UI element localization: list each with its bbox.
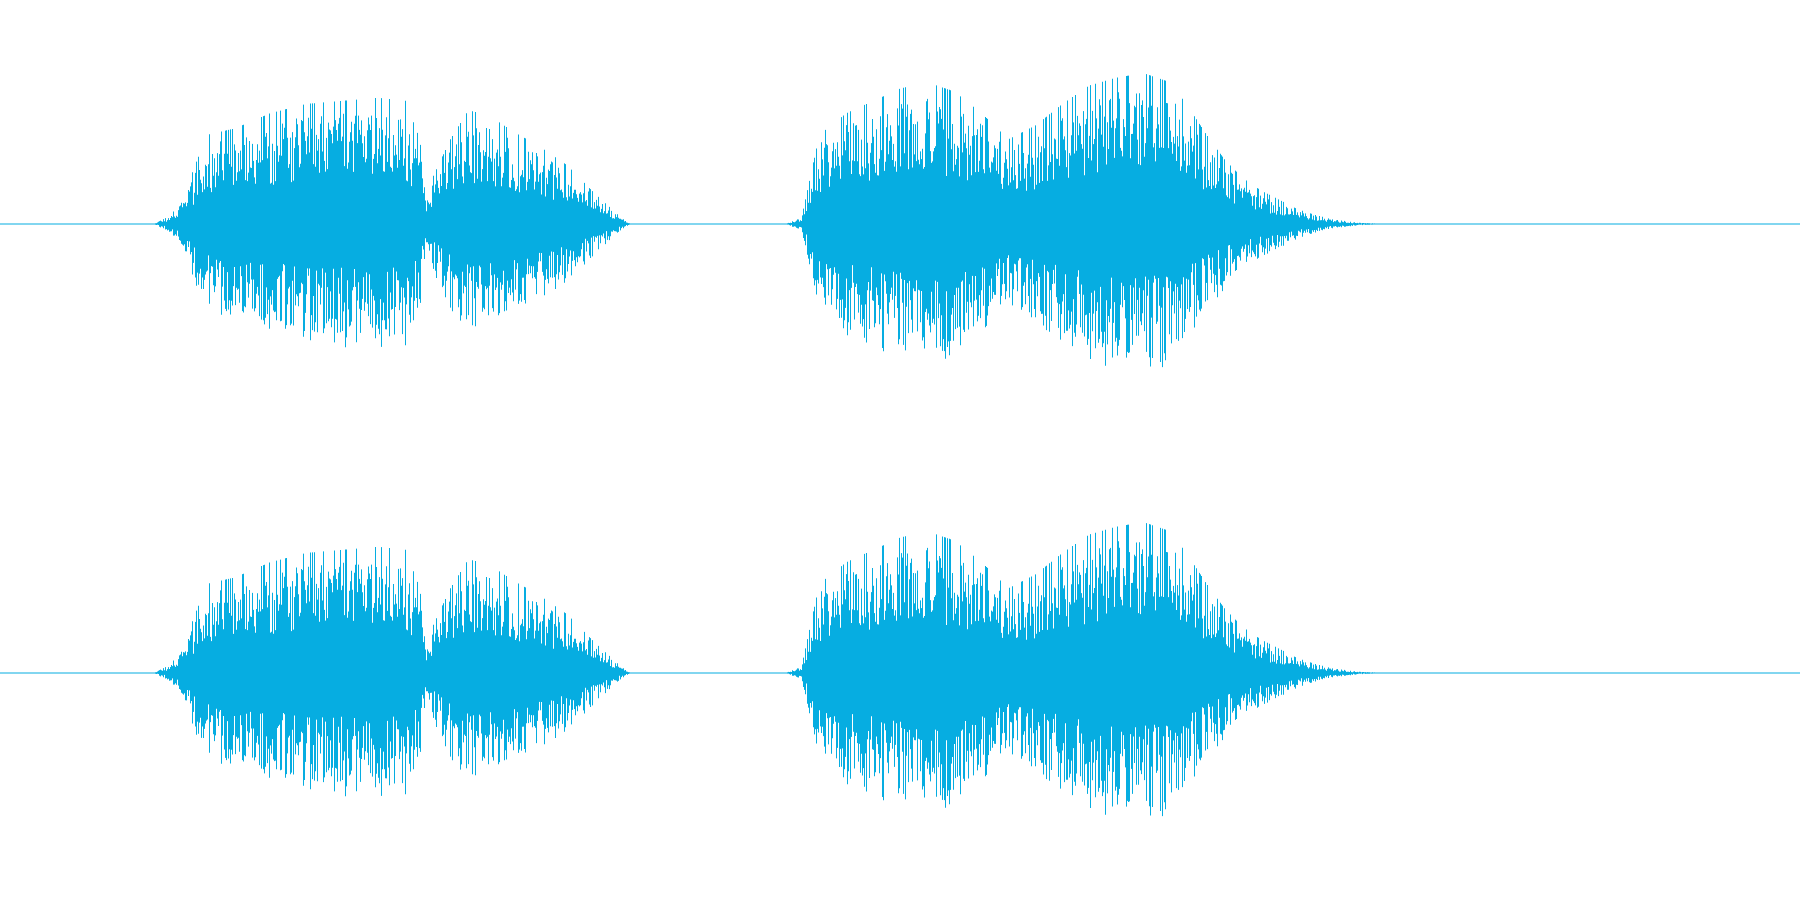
waveform-channel-1 xyxy=(0,74,1800,368)
waveform-samples xyxy=(154,74,1385,368)
waveform-samples xyxy=(154,523,1385,817)
waveform-channel-2 xyxy=(0,523,1800,817)
